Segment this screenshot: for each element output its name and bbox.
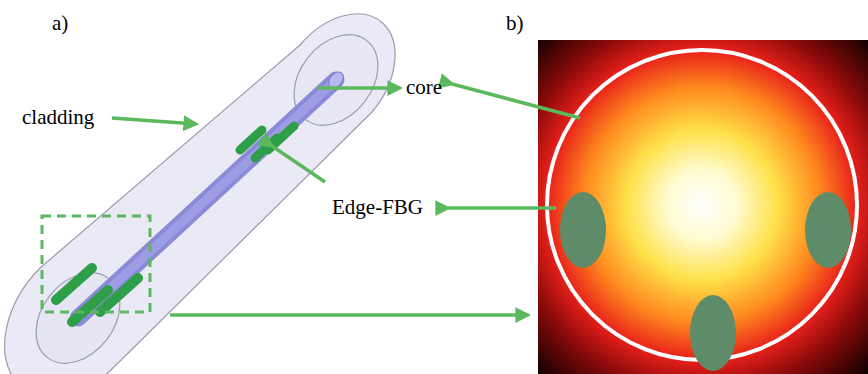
part-name: Edge-FBG bbox=[332, 196, 423, 219]
panel-letter: a) bbox=[52, 12, 68, 35]
core-tube bbox=[78, 69, 346, 318]
cladding-cylinder bbox=[5, 14, 396, 374]
zoom-box bbox=[42, 216, 150, 312]
panel-letter: b) bbox=[506, 12, 524, 35]
mode-cross-section bbox=[538, 40, 868, 374]
leader-arrows bbox=[112, 84, 580, 315]
edge-fbg-gratings bbox=[240, 126, 294, 158]
part-name: cladding bbox=[22, 106, 94, 129]
edge-fbg-gratings bbox=[56, 268, 138, 322]
part-name: core bbox=[406, 76, 442, 99]
